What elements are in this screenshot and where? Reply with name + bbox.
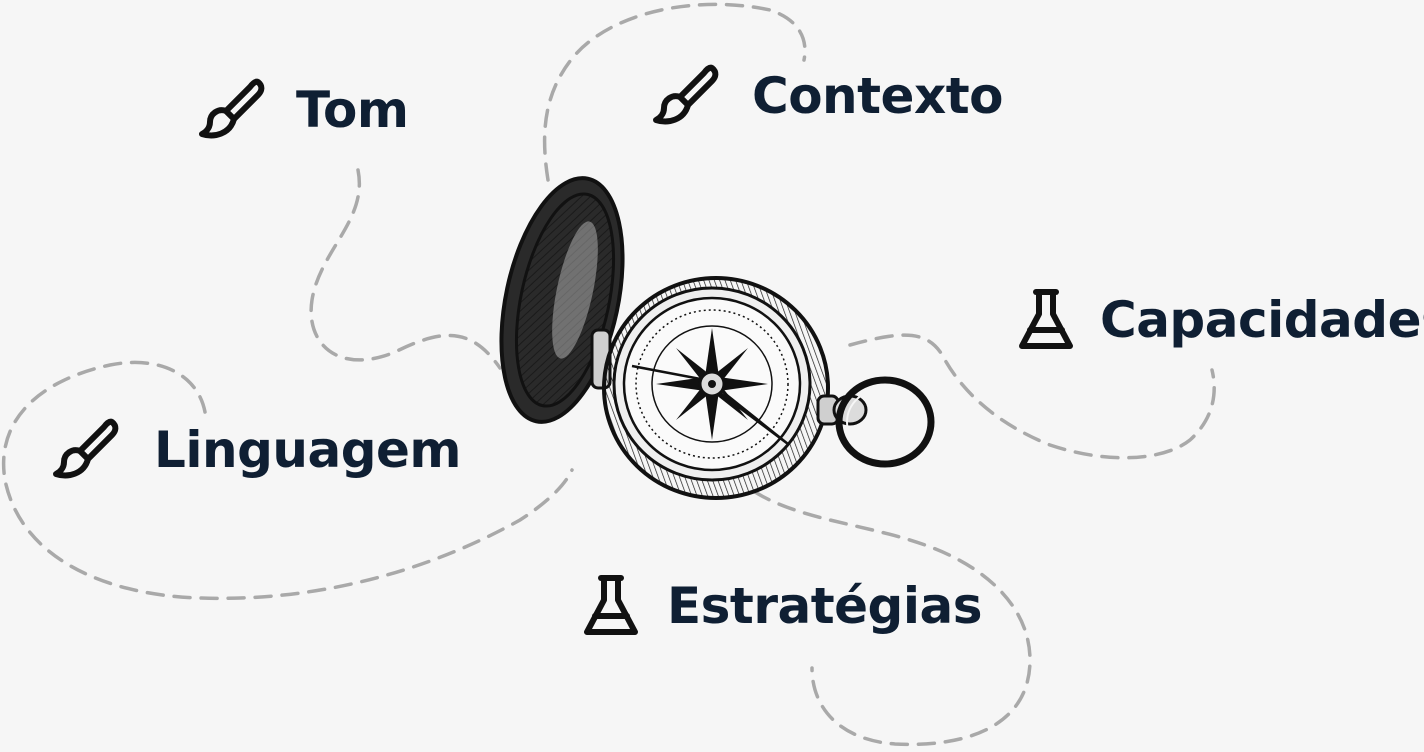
path-estrategias bbox=[753, 490, 1032, 747]
item-contexto: Contexto bbox=[650, 60, 1003, 132]
label-linguagem: Linguagem bbox=[154, 421, 462, 479]
item-estrategias: Estratégias bbox=[575, 570, 982, 642]
label-tom: Tom bbox=[296, 81, 409, 139]
label-contexto: Contexto bbox=[752, 67, 1003, 125]
item-tom: Tom bbox=[196, 74, 409, 146]
paintbrush-icon bbox=[650, 60, 722, 132]
paintbrush-icon bbox=[196, 74, 268, 146]
flask-icon bbox=[1010, 284, 1082, 356]
item-linguagem: Linguagem bbox=[50, 414, 462, 486]
flask-icon bbox=[575, 570, 647, 642]
item-capacidades: Capacidades bbox=[1010, 284, 1424, 356]
path-contexto bbox=[542, 2, 807, 182]
path-tom bbox=[309, 168, 502, 370]
compass-rose bbox=[631, 328, 789, 445]
label-estrategias: Estratégias bbox=[667, 577, 982, 635]
compass-crown bbox=[816, 376, 935, 468]
path-linguagem bbox=[1, 360, 574, 601]
label-capacidades: Capacidades bbox=[1100, 291, 1424, 349]
paintbrush-icon bbox=[50, 414, 122, 486]
path-capacidades bbox=[848, 333, 1216, 460]
